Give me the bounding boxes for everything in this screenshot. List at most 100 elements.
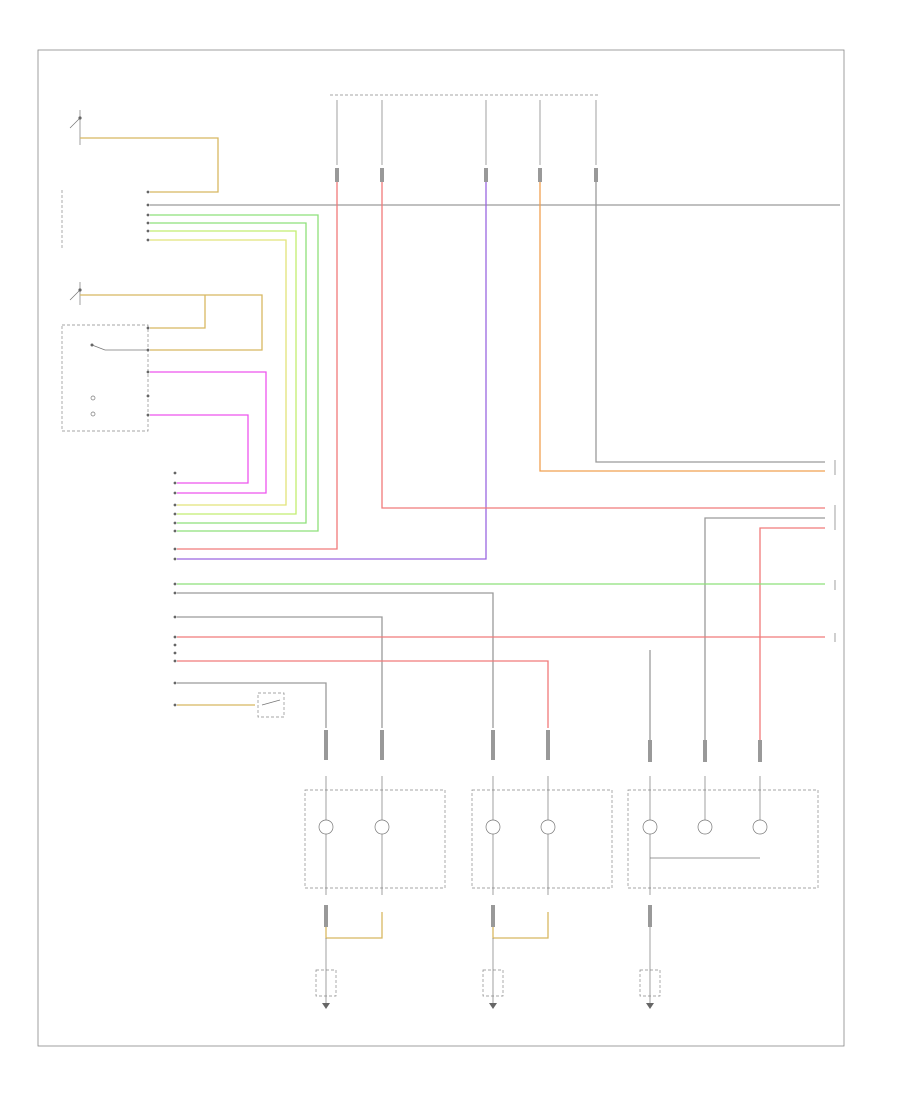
wire-tan-ground-left — [325, 912, 383, 939]
hazard-indicator-lamp-2 — [90, 411, 96, 417]
wire-red-tail — [177, 182, 338, 550]
wire-red-right-feed — [381, 182, 825, 509]
wire-gray-right-feed — [595, 182, 825, 463]
pin — [173, 643, 177, 647]
pin — [173, 557, 177, 561]
rear-ground-box — [639, 969, 661, 997]
rear-tail-bulb — [642, 819, 658, 835]
fuse-feed-1-connector — [335, 168, 339, 182]
fuse-feed-5-connector — [594, 168, 598, 182]
hazard-switch-pivot — [90, 343, 94, 347]
pin — [173, 651, 177, 655]
ground-points — [315, 927, 661, 1009]
pin — [173, 512, 177, 516]
left-headlamp-box — [304, 789, 446, 889]
connector — [380, 730, 384, 760]
fuse-feeds — [330, 94, 600, 182]
lamp-assemblies — [304, 730, 819, 927]
wire-gray-left-headlamp — [177, 682, 327, 728]
connector — [758, 740, 762, 762]
pin — [173, 659, 177, 663]
wire-green-2 — [150, 222, 307, 524]
right-high-beam-bulb — [540, 819, 556, 835]
second-switch-contact — [69, 289, 81, 301]
wire-yellow-1 — [150, 239, 287, 506]
top-switch-terminal — [78, 116, 82, 120]
pin — [173, 521, 177, 525]
wires — [80, 137, 840, 939]
pin — [173, 703, 177, 707]
connector — [648, 905, 652, 927]
flasher-relay-box — [257, 692, 285, 718]
top-switch-contact — [69, 117, 81, 129]
pin — [146, 348, 150, 352]
left-low-beam-bulb — [318, 819, 334, 835]
wire-magenta-1 — [150, 371, 267, 494]
right-ground-box — [482, 969, 504, 997]
pin — [173, 491, 177, 495]
hazard-switch-contact — [91, 344, 106, 351]
connector — [324, 905, 328, 927]
wire-gray-left-side — [177, 616, 383, 728]
wire-magenta-2 — [150, 414, 249, 484]
pin — [146, 413, 150, 417]
wire-red-stop-lamp — [759, 527, 825, 740]
pin — [146, 213, 150, 217]
rear-turn-bulb — [752, 819, 768, 835]
fuse-feed-4-connector — [538, 168, 542, 182]
connector — [648, 740, 652, 762]
connector — [491, 905, 495, 927]
pin — [146, 394, 150, 398]
pin — [173, 681, 177, 685]
pin — [173, 615, 177, 619]
hazard-indicator-lamp — [90, 395, 96, 401]
left-switches — [61, 110, 149, 432]
wire-tan-second-switch — [80, 294, 263, 351]
rear-ground-symbol — [646, 1003, 654, 1009]
left-connector-pins — [146, 190, 177, 707]
connector — [546, 730, 550, 760]
wire-tan-second-branch — [150, 295, 206, 329]
pin — [146, 190, 150, 194]
pin — [173, 582, 177, 586]
left-ground-symbol — [322, 1003, 330, 1009]
left-ground-box — [315, 969, 337, 997]
wire-violet — [177, 182, 487, 560]
wire-orange — [539, 182, 825, 472]
pin — [146, 221, 150, 225]
pin — [173, 635, 177, 639]
right-ground-symbol — [489, 1003, 497, 1009]
wire-red-right-marker — [177, 660, 549, 728]
pin — [173, 503, 177, 507]
pin — [146, 229, 150, 233]
fuse-feed-3-connector — [484, 168, 488, 182]
right-headlamp-box — [471, 789, 613, 889]
wire-tan-ground-right — [492, 912, 549, 939]
pin — [146, 370, 150, 374]
right-low-beam-bulb — [485, 819, 501, 835]
pin — [173, 481, 177, 485]
flasher-relay-contact — [261, 699, 281, 706]
connector — [324, 730, 328, 760]
hazard-switch-box — [61, 324, 149, 432]
wire-green-1 — [150, 214, 319, 532]
second-switch-terminal — [78, 288, 82, 292]
wire-tan-top-switch — [80, 137, 219, 193]
pin — [173, 591, 177, 595]
pin — [173, 471, 177, 475]
rear-stop-bulb — [697, 819, 713, 835]
rear-lamp-box — [627, 789, 819, 889]
pin — [173, 529, 177, 533]
diagram-frame — [37, 49, 845, 1047]
left-high-beam-bulb — [374, 819, 390, 835]
connector — [491, 730, 495, 760]
pin — [146, 238, 150, 242]
fuse-feed-2-connector — [380, 168, 384, 182]
pin — [146, 203, 150, 207]
wire-gray-right-headlamp — [177, 592, 494, 728]
connector — [703, 740, 707, 762]
pin — [146, 326, 150, 330]
wire-lime-1 — [150, 230, 297, 515]
pin — [173, 547, 177, 551]
